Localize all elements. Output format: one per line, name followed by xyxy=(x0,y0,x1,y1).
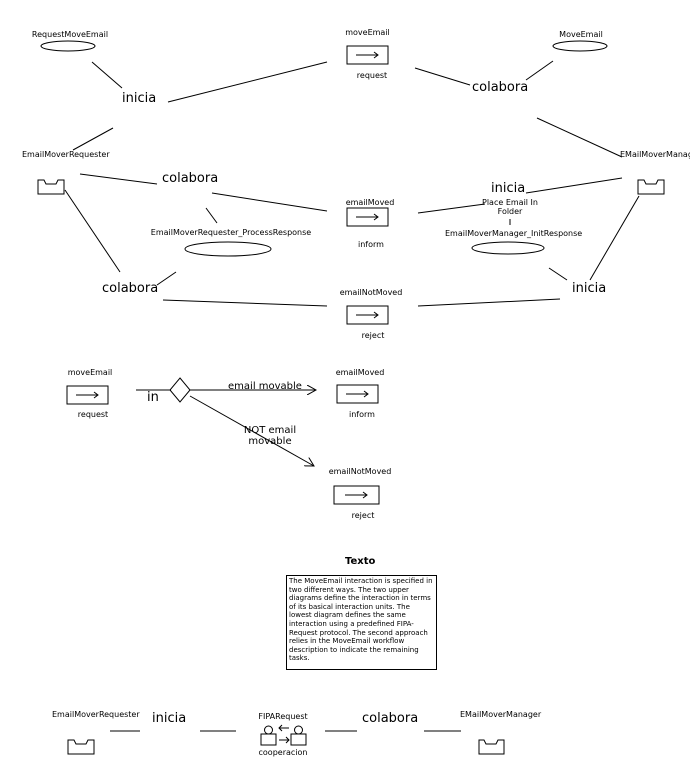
performative-label: inform xyxy=(349,410,375,419)
unit-label: emailNotMoved xyxy=(339,288,403,297)
agent-icon-requester xyxy=(37,179,65,195)
connector-line xyxy=(72,127,114,151)
relation-label-inicia: inicia xyxy=(572,281,607,296)
relation-label-colabora: colabora xyxy=(102,281,159,296)
protocol-box-move-email xyxy=(66,385,109,405)
relation-label-colabora: colabora xyxy=(362,711,419,726)
cooperation-label: cooperacion xyxy=(258,748,308,757)
role-ellipse-request-move-email xyxy=(40,40,96,52)
performative-label: reject xyxy=(351,511,375,520)
unit-label: emailMoved xyxy=(335,368,385,377)
role-ellipse-move-email xyxy=(552,40,608,52)
connector-line xyxy=(589,195,640,281)
connector-line xyxy=(525,60,554,81)
connector-line xyxy=(414,67,471,86)
role-label: EmailMoverManager_InitResponse xyxy=(445,229,583,238)
protocol-decision-diamond xyxy=(169,377,191,403)
role-ellipse-process-response xyxy=(184,241,272,257)
fipa-request-icon xyxy=(260,724,307,746)
input-label: in xyxy=(147,390,159,405)
connector-line xyxy=(162,299,328,307)
unit-label: moveEmail xyxy=(345,28,390,37)
relation-label-colabora: colabora xyxy=(472,80,529,95)
role-label: MoveEmail xyxy=(559,30,603,39)
agent-icon-manager xyxy=(637,179,665,195)
texto-note: The MoveEmail interaction is specified i… xyxy=(286,575,437,670)
task-label: Place Email In Folder xyxy=(482,198,538,216)
agent-label: EmailMoverRequester xyxy=(22,150,110,159)
connector-line xyxy=(167,61,328,103)
connector-line xyxy=(211,192,328,212)
connector-line xyxy=(91,61,123,89)
relation-label-inicia: inicia xyxy=(152,711,187,726)
connector-line xyxy=(536,117,623,158)
role-label: EmailMoverRequester_ProcessResponse xyxy=(150,228,312,237)
connector-line xyxy=(205,207,218,224)
protocol-arrow-not-moved xyxy=(189,395,314,466)
relation-label-colabora: colabora xyxy=(162,171,219,186)
unit-label: moveEmail xyxy=(67,368,113,377)
unit-box-email-not-moved xyxy=(346,305,389,325)
unit-label: emailNotMoved xyxy=(328,467,392,476)
protocol-label: FIPARequest xyxy=(258,712,308,721)
performative-label: reject xyxy=(361,331,385,340)
agent-icon-manager-bottom xyxy=(478,739,505,755)
connector-line xyxy=(417,203,486,214)
protocol-box-email-moved xyxy=(336,384,379,404)
performative-label: request xyxy=(77,410,109,419)
role-label: RequestMoveEmail xyxy=(31,30,109,39)
agent-label: EmailMoverRequester xyxy=(52,710,140,719)
performative-label: inform xyxy=(358,240,384,249)
connector-line xyxy=(548,267,568,281)
unit-box-move-email xyxy=(346,45,389,65)
agent-label: EMailMoverManager xyxy=(620,150,690,159)
agent-icon-requester-bottom xyxy=(67,739,95,755)
connector-line xyxy=(156,271,177,286)
connector-line xyxy=(525,177,623,194)
unit-box-email-moved xyxy=(346,207,389,227)
protocol-box-email-not-moved xyxy=(333,485,380,505)
connector-line xyxy=(417,298,561,307)
condition-label: NOT email movable xyxy=(243,425,297,447)
role-ellipse-init-response xyxy=(471,241,545,255)
condition-label: email movable xyxy=(228,381,302,392)
relation-label-inicia: inicia xyxy=(491,181,526,196)
performative-label: request xyxy=(356,71,388,80)
connector-line xyxy=(64,189,121,273)
texto-title: Texto xyxy=(345,556,376,567)
relation-label-inicia: inicia xyxy=(122,91,157,106)
agent-label: EMailMoverManager xyxy=(460,710,542,719)
unit-label: emailMoved xyxy=(345,198,395,207)
connector-line xyxy=(79,173,158,185)
